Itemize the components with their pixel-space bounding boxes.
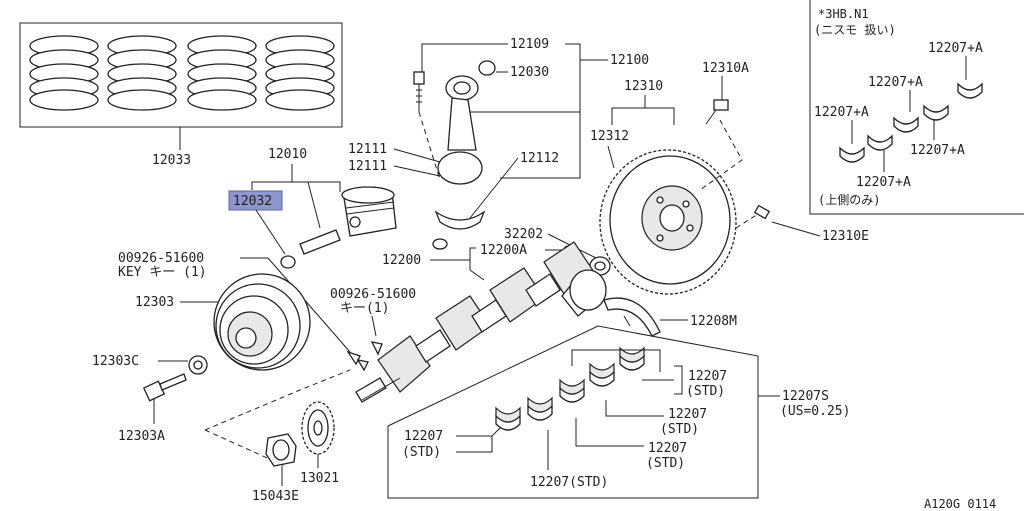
label-std-4[interactable]: (STD) xyxy=(402,445,441,460)
crank-sprocket[interactable] xyxy=(301,401,335,455)
label-12310[interactable]: 12310 xyxy=(624,79,663,94)
label-12100[interactable]: 12100 xyxy=(610,53,649,68)
woodruff-key-b[interactable] xyxy=(370,341,383,356)
label-12312[interactable]: 12312 xyxy=(590,129,629,144)
highlight-12032 xyxy=(228,190,283,211)
label-12207-c[interactable]: 12207 xyxy=(648,441,687,456)
label-12030[interactable]: 12030 xyxy=(510,65,549,80)
label-12207-a-3[interactable]: 12207+A xyxy=(814,105,869,120)
label-12200[interactable]: 12200 xyxy=(382,253,421,268)
label-12310A[interactable]: 12310A xyxy=(702,61,749,76)
crank-nut[interactable] xyxy=(265,433,297,467)
label-std-3[interactable]: (STD) xyxy=(646,456,685,471)
label-32202[interactable]: 32202 xyxy=(504,227,543,242)
label-12207-a-1[interactable]: 12207+A xyxy=(928,41,983,56)
figure-code: A120G 0114 xyxy=(924,497,996,511)
label-12111-b[interactable]: 12111 xyxy=(348,159,387,174)
label-12200A[interactable]: 12200A xyxy=(480,243,527,258)
label-12033[interactable]: 12033 xyxy=(152,153,191,168)
main-bearing-box xyxy=(387,325,759,499)
pilot-bushing[interactable] xyxy=(589,256,611,276)
woodruff-key-a[interactable] xyxy=(346,350,361,366)
label-us-0-25[interactable]: (US=0.25) xyxy=(780,404,850,419)
label-12303[interactable]: 12303 xyxy=(135,295,174,310)
label-12207-a-5[interactable]: 12207+A xyxy=(856,175,911,190)
label-key-2[interactable]: キー(1) xyxy=(340,301,389,316)
label-12112[interactable]: 12112 xyxy=(520,151,559,166)
label-12207S[interactable]: 12207S xyxy=(782,389,829,404)
inset-title[interactable]: *3HB.N1 xyxy=(818,7,869,21)
label-std-2[interactable]: (STD) xyxy=(660,422,699,437)
label-12109[interactable]: 12109 xyxy=(510,37,549,52)
label-std-1[interactable]: (STD) xyxy=(686,384,725,399)
piston-pin-clip[interactable] xyxy=(280,255,296,269)
piston[interactable] xyxy=(341,186,397,237)
label-key-1[interactable]: KEY キー (1) xyxy=(118,265,207,280)
flywheel[interactable] xyxy=(599,149,737,295)
label-12207-a[interactable]: 12207 xyxy=(688,369,727,384)
main-bearing-set[interactable] xyxy=(495,346,645,431)
label-12207-b[interactable]: 12207 xyxy=(668,407,707,422)
nismo-bearing-set[interactable] xyxy=(839,82,983,163)
label-12310E[interactable]: 12310E xyxy=(822,229,869,244)
label-12111-a[interactable]: 12111 xyxy=(348,142,387,157)
woodruff-key-c xyxy=(356,359,369,372)
label-12010[interactable]: 12010 xyxy=(268,147,307,162)
piston-ring-set-box xyxy=(19,22,343,128)
connecting-rod-cap[interactable] xyxy=(434,210,486,230)
label-00926-51600-b[interactable]: 00926-51600 xyxy=(330,287,416,302)
pulley-bolt[interactable] xyxy=(142,373,187,402)
label-15043E[interactable]: 15043E xyxy=(252,489,299,504)
label-12207-a-4[interactable]: 12207+A xyxy=(910,143,965,158)
small-end-bushing[interactable] xyxy=(478,60,496,76)
label-12207-a-2[interactable]: 12207+A xyxy=(868,75,923,90)
piston-ring-set[interactable] xyxy=(29,35,335,111)
flywheel-bolt[interactable] xyxy=(705,99,729,125)
thrust-washer[interactable] xyxy=(603,297,661,337)
crank-pulley[interactable] xyxy=(213,273,311,371)
connecting-rod[interactable] xyxy=(437,75,483,185)
label-12303C[interactable]: 12303C xyxy=(92,354,139,369)
label-12207-d[interactable]: 12207 xyxy=(404,429,443,444)
label-12207-std-e[interactable]: 12207(STD) xyxy=(530,475,608,490)
rod-nut[interactable] xyxy=(432,238,448,250)
dowel-pin[interactable] xyxy=(753,204,771,220)
crankshaft[interactable] xyxy=(355,241,607,403)
inset-subtitle[interactable]: (ニスモ 扱い) xyxy=(814,23,896,37)
label-12032[interactable]: 12032 xyxy=(233,194,272,209)
connecting-rod-bolt[interactable] xyxy=(413,71,425,112)
label-13021[interactable]: 13021 xyxy=(300,471,339,486)
label-00926-51600-a[interactable]: 00926-51600 xyxy=(118,251,204,266)
label-12208M[interactable]: 12208M xyxy=(690,314,737,329)
inset-box xyxy=(809,0,1024,215)
label-12303A[interactable]: 12303A xyxy=(118,429,165,444)
pulley-washer[interactable] xyxy=(188,355,208,375)
piston-pin[interactable] xyxy=(299,229,341,255)
inset-note[interactable]: (上側のみ) xyxy=(818,193,880,207)
